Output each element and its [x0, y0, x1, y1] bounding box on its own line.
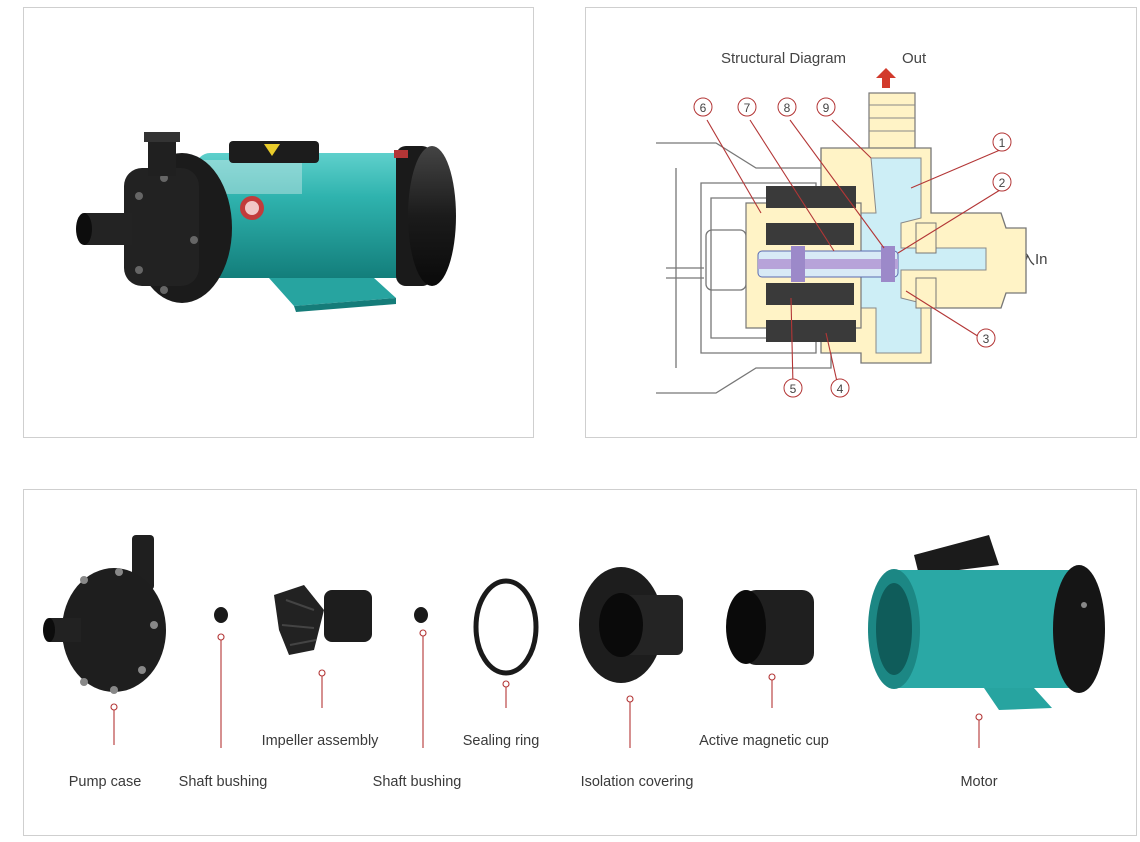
- callout-9: 9: [816, 97, 836, 117]
- svg-text:8: 8: [784, 101, 791, 115]
- label-motor: Motor: [960, 774, 998, 790]
- pump-shaft: [757, 246, 899, 282]
- label-pump-case: Pump case: [68, 774, 142, 790]
- svg-text:1: 1: [999, 136, 1006, 150]
- leader-lines: [706, 119, 1001, 387]
- shaft-bushing-part-2: [414, 607, 428, 623]
- label-shaft-bushing-2: Shaft bushing: [372, 774, 462, 790]
- diagram-title: Structural Diagram: [721, 50, 846, 67]
- motor-part: [868, 535, 1105, 710]
- part-leader-lines: [110, 629, 983, 748]
- pump-photo-panel: [23, 7, 534, 438]
- svg-text:2: 2: [999, 176, 1006, 190]
- label-impeller-assembly: Impeller assembly: [261, 733, 379, 749]
- pump-head: [76, 132, 232, 303]
- callout-2: 2: [992, 172, 1012, 192]
- outer-magnet: [766, 186, 856, 342]
- label-shaft-bushing-1: Shaft bushing: [178, 774, 268, 790]
- isolation-covering-part: [579, 567, 683, 683]
- impeller-part: [274, 585, 372, 655]
- rear-end-cap: [394, 146, 456, 286]
- callout-6: 6: [693, 97, 713, 117]
- cutaway-diagram: Structural Diagram Out 入In: [656, 50, 1048, 398]
- outlet-label: Out: [902, 50, 927, 67]
- svg-text:6: 6: [700, 101, 707, 115]
- shaft-bushing-part-1: [214, 607, 228, 623]
- magnetic-pump-illustration: [76, 132, 456, 312]
- inlet-label: 入In: [1020, 251, 1048, 268]
- svg-text:5: 5: [790, 382, 797, 396]
- callout-5: 5: [783, 378, 803, 398]
- outlet-pipe: [868, 92, 916, 156]
- junction-box: [229, 141, 319, 163]
- callout-8: 8: [777, 97, 797, 117]
- exploded-parts-illustration: [43, 535, 1105, 748]
- label-isolation-covering: Isolation covering: [580, 774, 694, 790]
- svg-text:9: 9: [823, 101, 830, 115]
- magnetic-cup-part: [726, 590, 814, 665]
- outlet-arrow-icon: [876, 68, 896, 88]
- label-active-magnetic-cup: Active magnetic cup: [699, 733, 829, 749]
- svg-text:3: 3: [983, 332, 990, 346]
- pump-base-foot: [269, 278, 396, 312]
- callout-7: 7: [737, 97, 757, 117]
- callout-1: 1: [992, 132, 1012, 152]
- inner-magnet: [766, 223, 854, 305]
- pump-case-part: [43, 535, 166, 694]
- svg-text:4: 4: [837, 382, 844, 396]
- callout-3: 3: [976, 328, 996, 348]
- sealing-ring-part: [473, 578, 539, 676]
- exploded-parts-panel: Pump case Shaft bushing Impeller assembl…: [23, 489, 1137, 836]
- callout-4: 4: [830, 378, 850, 398]
- label-sealing-ring: Sealing ring: [462, 733, 540, 749]
- svg-text:7: 7: [744, 101, 751, 115]
- impeller-section: [915, 222, 937, 309]
- structural-diagram-panel: Structural Diagram Out 入In: [585, 7, 1137, 438]
